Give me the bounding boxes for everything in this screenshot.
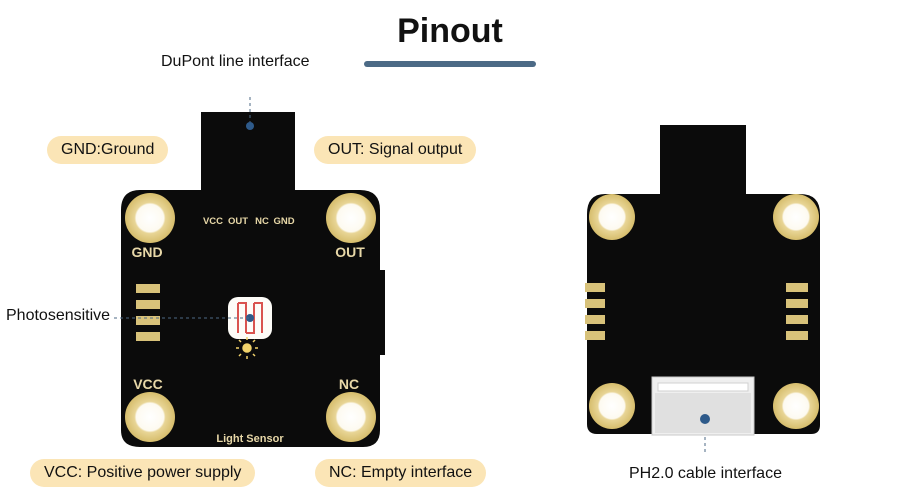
back-pcb-body	[587, 194, 820, 434]
page-title: Pinout	[397, 12, 503, 50]
label-dupont: DuPont line interface	[161, 53, 310, 70]
photoresistor	[228, 297, 272, 339]
mount-pad-out	[326, 193, 376, 243]
silk-nc: NC	[339, 376, 359, 392]
mount-pad-vcc	[125, 392, 175, 442]
silk-pin-vcc: VCC	[203, 216, 223, 227]
label-photosensitive: Photosensitive	[6, 307, 111, 324]
silk-pin-out: OUT	[228, 216, 248, 227]
dupont-marker	[246, 122, 254, 130]
silk-pin-gnd: GND	[273, 216, 294, 227]
back-board	[585, 125, 820, 436]
silk-out: OUT	[335, 244, 365, 260]
light-sun-icon	[236, 337, 258, 359]
silk-light-sensor: Light Sensor	[216, 433, 284, 445]
silk-pin-nc: NC	[255, 216, 269, 227]
edge-pads	[136, 284, 160, 341]
pill-nc: NC: Empty interface	[315, 459, 487, 487]
back-connector	[660, 125, 746, 201]
label-ph20: PH2.0 cable interface	[629, 465, 782, 482]
mount-pad-gnd	[125, 193, 175, 243]
pill-vcc: VCC: Positive power supply	[30, 459, 256, 487]
silk-vcc: VCC	[133, 376, 163, 392]
title-underline	[364, 61, 536, 67]
pill-out: OUT: Signal output	[314, 136, 477, 164]
silk-gnd: GND	[131, 244, 162, 260]
mount-pad-nc	[326, 392, 376, 442]
pill-gnd: GND:Ground	[47, 136, 169, 164]
ph20-connector	[651, 376, 755, 436]
